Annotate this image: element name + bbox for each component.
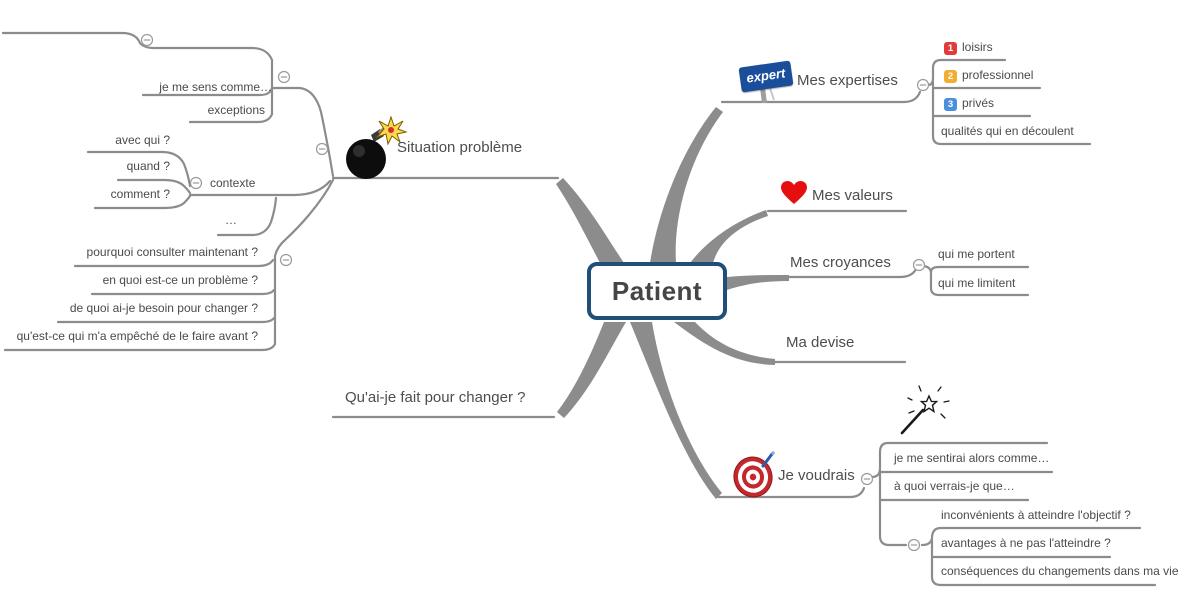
branch-line [878, 468, 908, 547]
collapse-icon[interactable] [860, 472, 874, 486]
magic-wand-icon[interactable] [900, 385, 950, 435]
topic-inconvenients[interactable]: inconvénients à atteindre l'objectif ? [941, 508, 1131, 522]
branch-line [931, 80, 1092, 146]
branch-line [86, 150, 192, 188]
topic-contexte[interactable]: contexte [210, 176, 256, 190]
heart-icon[interactable] [781, 181, 807, 204]
branch-line [920, 526, 1142, 547]
target-icon[interactable] [730, 451, 777, 501]
topic-mes-expertises[interactable]: Mes expertises [797, 72, 898, 89]
branch-line [1, 31, 274, 62]
topic-mes-croyances[interactable]: Mes croyances [790, 254, 891, 271]
collapse-icon[interactable] [907, 538, 921, 552]
topic-je-me-sens-comme[interactable]: je me sens comme… [159, 80, 272, 94]
topic-ma-devise[interactable]: Ma devise [786, 334, 855, 351]
branch-line [716, 486, 866, 499]
branch-line [188, 179, 332, 197]
topic-je-me-sentirai[interactable]: je me sentirai alors comme… [894, 451, 1050, 465]
collapse-icon[interactable] [189, 176, 203, 190]
collapse-icon[interactable] [279, 253, 293, 267]
topic-situation-probleme[interactable]: Situation problème [397, 139, 523, 156]
branch-line [922, 264, 933, 274]
topic-de-quoi-besoin[interactable]: de quoi ai-je besoin pour changer ? [69, 301, 258, 315]
branch-line [116, 178, 192, 195]
branch-line [930, 538, 1157, 587]
collapse-icon[interactable] [140, 33, 154, 47]
topic-prives[interactable]: privés [962, 96, 995, 110]
topic-exceptions[interactable]: exceptions [207, 103, 265, 117]
branch-line [73, 258, 275, 268]
topic-qui-me-limitent[interactable]: qui me limitent [938, 276, 1016, 290]
topic-pourquoi-consulter[interactable]: pourquoi consulter maintenant ? [86, 245, 258, 259]
marker-2-icon: 2 [944, 70, 957, 83]
topic-qualites[interactable]: qualités qui en découlent [941, 124, 1074, 138]
branch-line [56, 316, 276, 324]
branch-line [786, 267, 918, 279]
topic-avec-qui[interactable]: avec qui ? [115, 133, 170, 147]
branch-line [3, 342, 277, 352]
topic-ellipsis[interactable]: … [225, 213, 237, 227]
collapse-buttons [140, 33, 930, 552]
collapse-icon[interactable] [916, 78, 930, 92]
marker-1-icon: 1 [944, 42, 957, 55]
topic-en-quoi-probleme[interactable]: en quoi est-ce un problème ? [102, 273, 258, 287]
topic-je-voudrais[interactable]: Je voudrais [778, 467, 855, 484]
topic-consequences[interactable]: conséquences du changements dans ma vie [941, 564, 1179, 578]
branch-line [273, 178, 335, 258]
branch-line [188, 112, 274, 124]
topic-a-quoi-verrais-je[interactable]: à quoi verrais-je que… [894, 479, 1015, 493]
branch-line [270, 86, 335, 178]
branch-line [216, 196, 278, 237]
topic-avantages[interactable]: avantages à ne pas l'atteindre ? [941, 536, 1111, 550]
topic-quest-ce-empeche[interactable]: qu'est-ce qui m'a empêché de le faire av… [16, 329, 258, 343]
branch-line [926, 58, 1007, 87]
collapse-icon[interactable] [315, 142, 329, 156]
root-topic-patient[interactable]: Patient [587, 262, 727, 320]
marker-3-icon: 3 [944, 98, 957, 111]
topic-qui-me-portent[interactable]: qui me portent [938, 247, 1015, 261]
collapse-icon[interactable] [277, 70, 291, 84]
expert-sign-post [760, 87, 775, 103]
branch-line [870, 441, 1049, 479]
topic-quand[interactable]: quand ? [126, 159, 170, 173]
branch-line [720, 90, 922, 104]
collapse-icon[interactable] [912, 258, 926, 272]
branch-line [90, 288, 276, 296]
topic-professionnel[interactable]: professionnel [962, 68, 1034, 82]
main-branches [556, 107, 789, 499]
topic-mes-valeurs[interactable]: Mes valeurs [812, 187, 893, 204]
topic-comment[interactable]: comment ? [110, 187, 170, 201]
topic-quai-je-fait[interactable]: Qu'ai-je fait pour changer ? [345, 389, 526, 406]
branch-line [93, 194, 192, 210]
topic-loisirs[interactable]: loisirs [962, 40, 993, 54]
bomb-icon[interactable] [346, 115, 408, 179]
branch-line [929, 265, 1030, 274]
branch-line [929, 270, 1030, 297]
